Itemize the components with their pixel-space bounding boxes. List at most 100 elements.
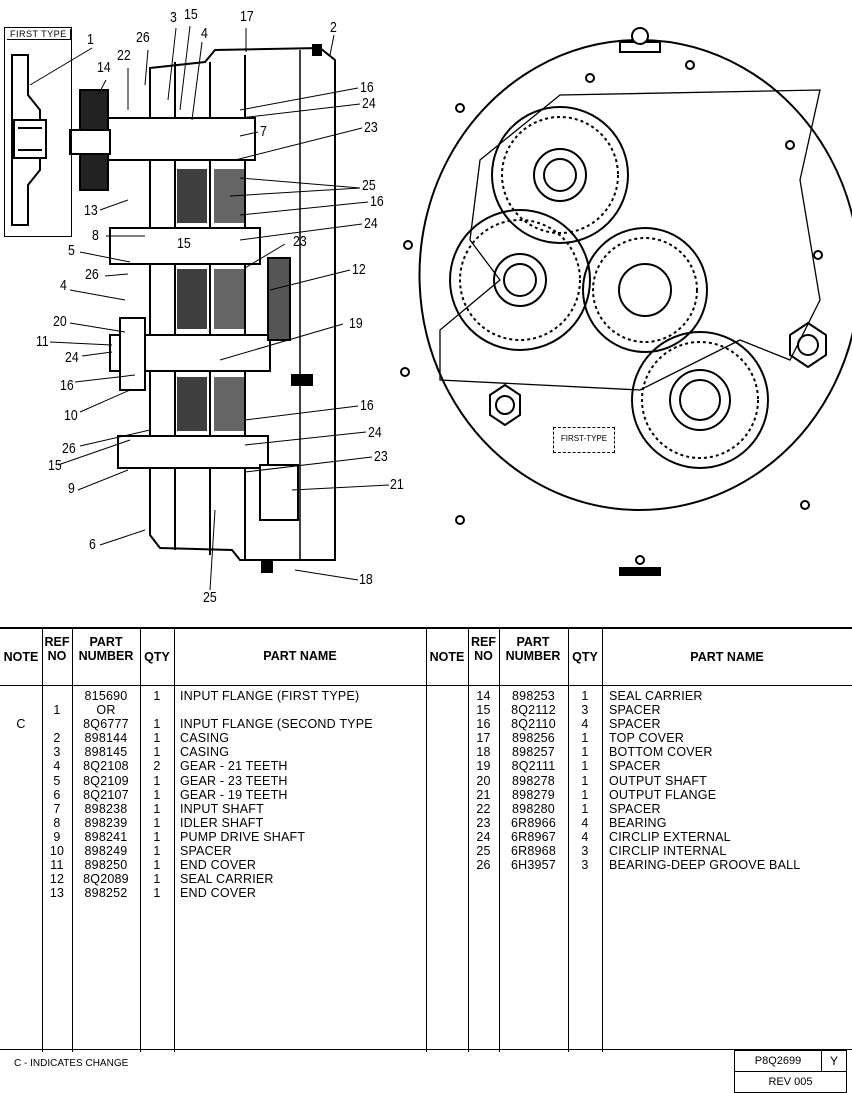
gearbox-drawing-svg <box>11 25 852 591</box>
cell-ref: 6 <box>53 787 61 802</box>
part-number-box: P8Q2699 <box>734 1050 822 1072</box>
callout-11: 11 <box>36 333 49 350</box>
cell-ref: 23 <box>476 815 491 830</box>
callout-6: 6 <box>89 536 96 553</box>
header-part-number: PART NUMBER <box>78 635 134 663</box>
cell-qty: 1 <box>581 759 589 774</box>
callout-15: 15 <box>184 6 198 23</box>
cell-ref: 13 <box>49 886 65 901</box>
callout-22: 22 <box>117 47 131 64</box>
cell-name: GEAR - 21 TEETH <box>180 759 288 774</box>
cell-part: 815690 <box>84 689 128 703</box>
callout-9: 9 <box>68 480 75 497</box>
cell-ref: 4 <box>53 759 61 774</box>
cell-name: PUMP DRIVE SHAFT <box>180 829 306 844</box>
cell-name: END COVER <box>180 886 257 901</box>
cell-qty: 1 <box>153 815 161 830</box>
cell-qty: 1 <box>153 689 161 703</box>
cell-name: GEAR - 19 TEETH <box>180 787 288 802</box>
end-view <box>400 27 852 576</box>
cell-name: SPACER <box>609 703 661 718</box>
callout-19: 19 <box>349 315 363 332</box>
callout-10: 10 <box>64 407 78 424</box>
callout-21: 21 <box>390 476 404 493</box>
cell-ref: 15 <box>476 703 491 718</box>
cell-name: SPACER <box>609 801 661 816</box>
cell-ref: 20 <box>476 773 491 788</box>
cell-qty: 1 <box>581 689 589 703</box>
cell-qty: 1 <box>153 872 161 887</box>
cell-part: 8Q2089 <box>83 872 129 887</box>
parts-table: NOTE REF NO PART NUMBER QTY PART NAME NO… <box>0 627 852 1052</box>
callout-5: 5 <box>68 242 75 259</box>
cell-part: 6H3957 <box>511 858 556 873</box>
cell-qty: 4 <box>581 815 589 830</box>
cell-qty: 1 <box>153 745 161 760</box>
cell-qty: 1 <box>153 717 161 732</box>
cell-part: 898145 <box>84 745 128 760</box>
cell-part: 8Q2109 <box>83 773 129 788</box>
cell-part: 898279 <box>512 787 555 802</box>
callout-15: 15 <box>177 235 191 252</box>
cell-qty: 1 <box>153 858 161 873</box>
cell-part: 898280 <box>512 801 555 816</box>
header-qty: QTY <box>144 650 170 664</box>
cell-ref: 9 <box>53 829 61 844</box>
cell-name: OUTPUT SHAFT <box>609 773 708 788</box>
callout-4: 4 <box>201 25 208 42</box>
cell-qty: 4 <box>581 829 589 844</box>
cell-name: CASING <box>180 731 230 746</box>
cell-ref: 21 <box>476 787 491 802</box>
callout-26: 26 <box>136 29 150 46</box>
header-part-name-right: PART NAME <box>690 650 764 664</box>
cell-part: OR <box>96 703 116 718</box>
callout-16: 16 <box>370 193 384 210</box>
callout-23: 23 <box>364 119 378 136</box>
cell-qty: 1 <box>153 829 161 844</box>
cell-name: SPACER <box>609 717 661 732</box>
header-note-right: NOTE <box>429 650 465 664</box>
cell-qty: 1 <box>581 773 589 788</box>
cell-part: 898239 <box>84 815 128 830</box>
header-ref-no: REF NO <box>44 635 70 663</box>
cell-name: INPUT FLANGE (FIRST TYPE) <box>180 689 360 703</box>
cell-name: CASING <box>180 745 230 760</box>
cell-ref: 19 <box>476 759 491 774</box>
callout-26: 26 <box>85 266 99 283</box>
cell-part: 8Q2111 <box>511 759 556 774</box>
cell-part: 8Q2112 <box>511 703 556 718</box>
callout-23: 23 <box>374 448 388 465</box>
cell-qty: 3 <box>581 844 589 859</box>
table-row: 815690 1 INPUT FLANGE (FIRST TYPE) <box>0 689 426 703</box>
callout-25: 25 <box>362 177 376 194</box>
callout-1: 1 <box>87 31 94 48</box>
revision-box: REV 005 <box>734 1071 847 1093</box>
cell-name: SEAL CARRIER <box>609 689 703 703</box>
callout-4: 4 <box>60 277 67 294</box>
cell-qty: 1 <box>153 787 161 802</box>
leader-lines <box>29 25 390 591</box>
callout-3: 3 <box>170 9 177 26</box>
callout-23: 23 <box>293 233 307 250</box>
first-type-inset-frame: FIRST TYPE <box>4 27 72 237</box>
cell-name: CIRCLIP INTERNAL <box>609 844 727 859</box>
cell-ref: 24 <box>476 829 491 844</box>
cell-name: END COVER <box>180 858 257 873</box>
cell-ref: 10 <box>49 844 65 859</box>
callout-24: 24 <box>362 95 376 112</box>
